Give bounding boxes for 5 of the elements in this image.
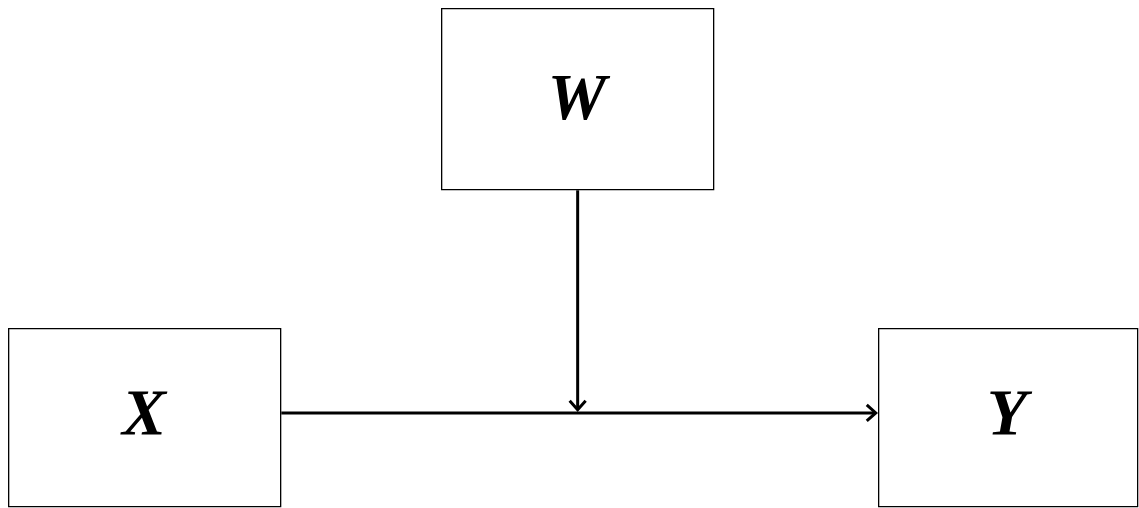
variable-box: Y xyxy=(878,328,1139,508)
arrow xyxy=(568,190,587,412)
variable-box: W xyxy=(441,8,715,191)
arrow xyxy=(281,403,878,423)
variable-box: X xyxy=(8,328,282,508)
